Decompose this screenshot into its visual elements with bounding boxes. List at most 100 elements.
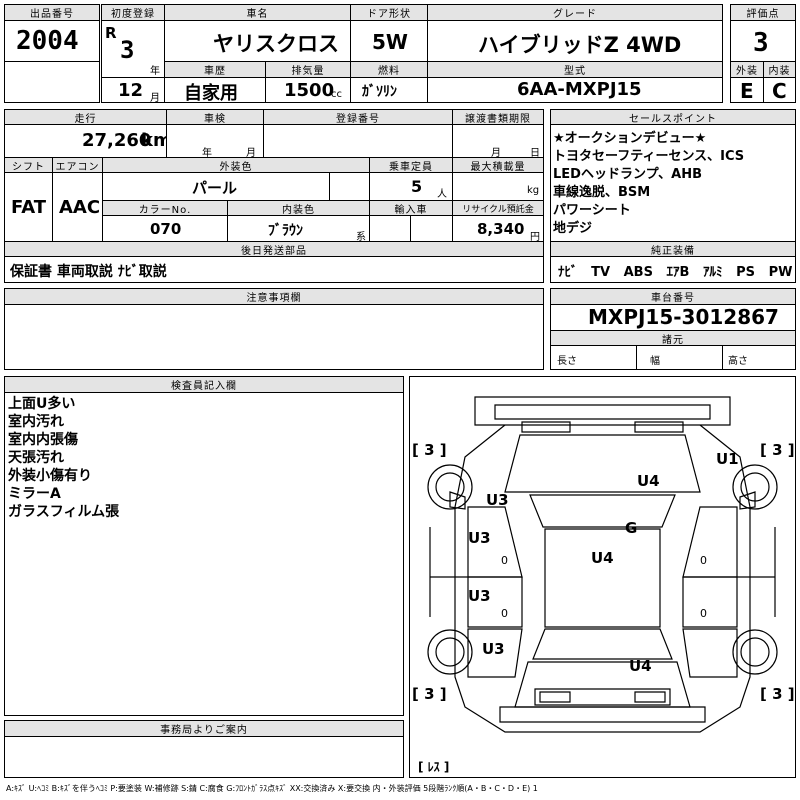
import-cell-b bbox=[410, 215, 453, 242]
office-notice-cell bbox=[4, 736, 404, 778]
first-registration-month-cell bbox=[101, 77, 165, 103]
later-parts-header: 後日発送部品 bbox=[4, 241, 544, 257]
inspector-notes-cell bbox=[4, 392, 404, 716]
score-cell bbox=[730, 20, 796, 62]
door-mark-right-rear: 0 bbox=[700, 607, 707, 620]
wheel-front-left-inner bbox=[435, 472, 465, 502]
rear-bumper-outline bbox=[499, 706, 706, 723]
wheel-rear-right bbox=[732, 629, 778, 675]
car-name-cell bbox=[164, 20, 351, 62]
displacement: 1500 bbox=[284, 80, 335, 101]
tire-tread-rear-left: [ 3 ] bbox=[412, 685, 447, 703]
reg-month-unit: 月 bbox=[150, 93, 160, 104]
interior-color: ﾌﾞﾗｳﾝ bbox=[268, 223, 303, 239]
inspector-note: 室内汚れ bbox=[8, 414, 64, 430]
equipment-header: 純正装備 bbox=[550, 241, 796, 257]
inspection-month-unit: 月 bbox=[246, 148, 256, 159]
wheel-rear-left bbox=[427, 629, 473, 675]
left-mirror-outline bbox=[449, 491, 466, 510]
aircon-header: エアコン bbox=[52, 157, 103, 173]
exterior-grade: E bbox=[740, 79, 754, 103]
inspector-note: ミラーA bbox=[8, 486, 61, 502]
tire-tread-front-right: [ 3 ] bbox=[760, 441, 795, 459]
lot-number-cell bbox=[4, 20, 100, 62]
model-header: 型式 bbox=[427, 61, 723, 78]
damage-mark-front-left: U3 bbox=[486, 491, 509, 509]
headlight-right-outline bbox=[634, 421, 684, 433]
history: 自家用 bbox=[184, 83, 238, 104]
exterior-grade-cell bbox=[730, 77, 764, 103]
left-rear-door-outline bbox=[467, 576, 523, 628]
displacement-unit: cc bbox=[331, 89, 342, 100]
damage-mark-left-front-door: U3 bbox=[468, 529, 491, 547]
capacity: 5 bbox=[411, 177, 423, 196]
door-type-header: ドア形状 bbox=[350, 4, 428, 21]
front-bumper-inner bbox=[494, 404, 711, 420]
lot-number-blank bbox=[4, 61, 100, 103]
hood-outline bbox=[504, 434, 701, 493]
equipment-item: PS bbox=[736, 265, 755, 280]
first-registration-header: 初度登録 bbox=[101, 4, 165, 21]
chassis-number-cell bbox=[550, 304, 796, 331]
fuel-cell bbox=[350, 77, 428, 103]
transfer-deadline-cell bbox=[452, 124, 544, 158]
sales-point: 車線逸脱、BSM bbox=[553, 185, 651, 200]
max-load-cell bbox=[452, 172, 544, 201]
sales-point: パワーシート bbox=[553, 203, 631, 218]
first-registration-cell bbox=[101, 20, 165, 78]
front-bumper-outline bbox=[474, 396, 731, 426]
fuel: ｶﾞｿﾘﾝ bbox=[362, 84, 397, 100]
interior-color-unit: 系 bbox=[356, 232, 366, 243]
displacement-cell bbox=[265, 77, 351, 103]
reg-year-unit: 年 bbox=[150, 66, 160, 77]
car-outline-diagram bbox=[427, 396, 778, 733]
spare-tire-label: [ ﾚｽ ] bbox=[418, 760, 450, 774]
exterior-color: パール bbox=[192, 179, 238, 197]
door-mark-right-front: 0 bbox=[700, 554, 707, 567]
model-code: 6AA-MXPJ15 bbox=[517, 79, 642, 100]
roof-outline bbox=[544, 528, 661, 628]
body-outline bbox=[454, 424, 751, 733]
damage-mark-windshield: G bbox=[625, 519, 638, 537]
equipment-list: ﾅﾋﾞ TV ABS ｴｱB ｱﾙﾐ PS PW bbox=[558, 261, 792, 280]
shift-cell bbox=[4, 172, 53, 242]
right-rear-door-outline bbox=[682, 576, 738, 628]
car-name: ヤリスクロス bbox=[213, 32, 339, 56]
color-number-cell bbox=[102, 215, 228, 242]
transfer-day-unit: 日 bbox=[530, 148, 540, 159]
interior-color-header: 内装色 bbox=[227, 200, 370, 216]
exterior-color-header: 外装色 bbox=[102, 157, 370, 173]
interior-grade-cell bbox=[763, 77, 796, 103]
specs-header: 諸元 bbox=[550, 330, 796, 346]
capacity-unit: 人 bbox=[437, 189, 447, 200]
exterior-color-extra-cell bbox=[329, 172, 370, 201]
sales-points-list: ★オークションデビュー★ トヨタセーフティーセンス、ICS LEDヘッドランプ、… bbox=[553, 130, 744, 238]
inspector-note: 天張汚れ bbox=[8, 450, 64, 466]
damage-mark-left-rear-door: U3 bbox=[468, 587, 491, 605]
tail-lamp-left bbox=[539, 691, 571, 703]
damage-code-legend: A:ｷｽﾞ U:ﾍｺﾐ B:ｷｽﾞを伴うﾍｺﾐ P:要塗装 W:補修跡 S:錆 … bbox=[6, 784, 538, 793]
score-header: 評価点 bbox=[730, 4, 796, 21]
interior-grade: C bbox=[772, 79, 787, 103]
sales-point: 地デジ bbox=[553, 221, 593, 236]
fuel-header: 燃料 bbox=[350, 61, 428, 78]
score: 3 bbox=[753, 28, 769, 58]
damage-diagram-frame: [ 3 ] [ 3 ] [ 3 ] [ 3 ] U4 U1 U3 G U3 U4… bbox=[409, 376, 796, 778]
damage-mark-left-rear-quarter: U3 bbox=[482, 640, 505, 658]
equipment-item: ｴｱB bbox=[666, 265, 690, 280]
door-mark-left-rear: 0 bbox=[501, 607, 508, 620]
wheel-front-right-inner bbox=[740, 472, 770, 502]
tire-tread-front-left: [ 3 ] bbox=[412, 441, 447, 459]
inspector-notes-list: 上面U多い 室内汚れ 室内内張傷 天張汚れ 外装小傷有り ミラーA ガラスフィル… bbox=[8, 395, 119, 521]
lot-number: 2004 bbox=[16, 26, 79, 56]
sales-point: トヨタセーフティーセンス、ICS bbox=[553, 149, 745, 164]
left-rear-quarter-outline bbox=[467, 628, 523, 678]
shift: FAT bbox=[11, 197, 47, 218]
damage-mark-trunk: U4 bbox=[629, 657, 652, 675]
import-cell-a bbox=[369, 215, 411, 242]
equipment-item: ｱﾙﾐ bbox=[703, 265, 723, 280]
right-front-door-outline bbox=[682, 506, 738, 578]
right-mirror-outline bbox=[739, 491, 756, 510]
right-rear-quarter-outline bbox=[682, 628, 738, 678]
specs-width-label: 幅 bbox=[650, 356, 660, 367]
